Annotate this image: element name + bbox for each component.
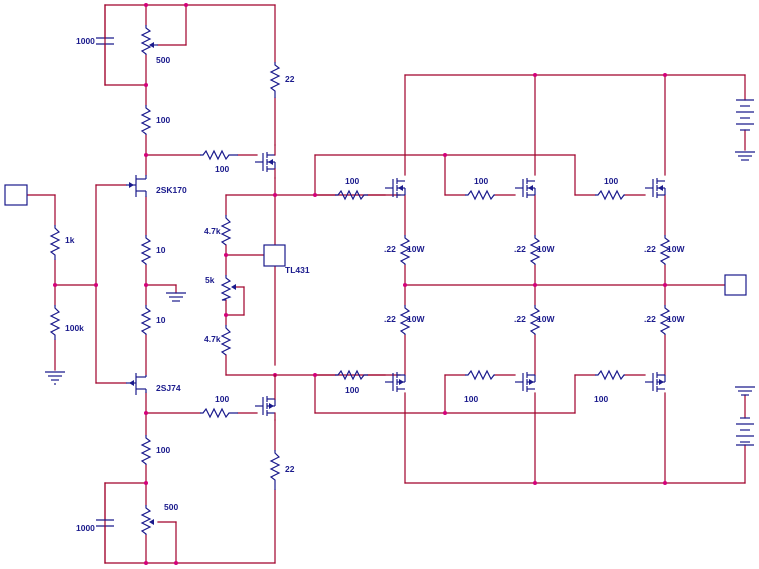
- resistor-gate-out-top-1: 100: [335, 176, 368, 201]
- resistor-gate-out-top-3: 100: [595, 176, 625, 201]
- resistor-bottom-100-label: 100: [156, 445, 170, 455]
- resistor-gate-out-top-2-label: 100: [474, 176, 488, 186]
- battery-bottom-icon: [735, 386, 755, 446]
- resistor-1k-label: 1k: [65, 235, 75, 245]
- output-mosfet-top-2: [514, 177, 536, 199]
- resistor-gate-bottom: 100: [200, 394, 238, 419]
- resistor-source-out-top-2-value: .22: [514, 244, 526, 254]
- resistor-source-out-top-2: .22 10W: [514, 235, 555, 265]
- resistor-source-out-bottom-2-value: .22: [514, 314, 526, 324]
- resistor-source-out-top-2-power: 10W: [537, 244, 555, 254]
- output-terminal[interactable]: [724, 274, 747, 296]
- output-mosfet-bottom-2: [514, 371, 536, 393]
- resistor-drain-bottom: 22: [269, 450, 295, 490]
- potentiometer-bottom: 500: [140, 502, 178, 535]
- resistor-source-out-top-3-value: .22: [644, 244, 656, 254]
- jfet-top: 2SK170: [126, 175, 187, 197]
- resistor-100k-label: 100k: [65, 323, 84, 333]
- potentiometer-5k: 5k: [205, 275, 236, 301]
- capacitor-bottom-label: 1000: [76, 523, 95, 533]
- tl431-regulator: TL431: [263, 244, 310, 275]
- jfet-bottom-label: 2SJ74: [156, 383, 181, 393]
- output-stage-wires: [314, 74, 746, 484]
- resistor-source-out-top-1-value: .22: [384, 244, 396, 254]
- capacitor-bottom: 1000: [76, 482, 114, 564]
- input-stage-wires: [26, 4, 401, 564]
- resistor-bias-bottom-label: 4.7k: [204, 334, 221, 344]
- potentiometer-5k-label: 5k: [205, 275, 215, 285]
- resistor-1k: 1k: [49, 225, 75, 260]
- resistor-source-out-bottom-2-power: 10W: [537, 314, 555, 324]
- resistor-gate-out-top-2: 100: [465, 176, 495, 201]
- resistor-top-100-label: 100: [156, 115, 170, 125]
- resistor-top-100: 100: [140, 105, 170, 135]
- jfet-bottom: 2SJ74: [126, 373, 181, 395]
- potentiometer-bottom-label: 500: [164, 502, 178, 512]
- tl431-label: TL431: [285, 265, 310, 275]
- resistor-source-out-bottom-3-value: .22: [644, 314, 656, 324]
- resistor-source-out-top-3: .22 10W: [644, 235, 685, 265]
- capacitor-top-label: 1000: [76, 36, 95, 46]
- resistor-source-out-top-1: .22 10W: [384, 235, 425, 265]
- resistor-source-out-bottom-1-power: 10W: [407, 314, 425, 324]
- resistor-drain-top-label: 22: [285, 74, 295, 84]
- resistor-drain-top: 22: [269, 62, 295, 98]
- output-mosfet-bottom-3: [644, 371, 666, 393]
- capacitor-top: 1000: [76, 4, 114, 86]
- resistor-100k: 100k: [49, 305, 84, 340]
- resistor-source-top-label: 10: [156, 245, 166, 255]
- resistor-gate-out-bottom-3-label: 100: [594, 394, 608, 404]
- resistor-source-out-top-3-power: 10W: [667, 244, 685, 254]
- resistor-bias-top-label: 4.7k: [204, 226, 221, 236]
- ground-input-icon: [45, 371, 65, 385]
- battery-top-icon: [735, 99, 755, 161]
- potentiometer-top-label: 500: [156, 55, 170, 65]
- resistor-source-top: 10: [140, 235, 166, 265]
- resistor-gate-top: 100: [200, 149, 238, 174]
- output-mosfet-top-3: [644, 177, 666, 199]
- resistor-gate-out-bottom-2: 100: [464, 369, 495, 404]
- driver-mosfet-top: [254, 144, 276, 179]
- resistor-source-bottom: 10: [140, 305, 166, 335]
- resistor-gate-out-top-1-label: 100: [345, 176, 359, 186]
- ground-middle-icon: [166, 292, 186, 302]
- resistor-bottom-100: 100: [140, 435, 170, 465]
- potentiometer-top: 500: [140, 25, 170, 65]
- resistor-drain-bottom-label: 22: [285, 464, 295, 474]
- resistor-source-out-bottom-1-value: .22: [384, 314, 396, 324]
- resistor-source-out-top-1-power: 10W: [407, 244, 425, 254]
- input-terminal[interactable]: [4, 184, 28, 206]
- resistor-gate-out-bottom-1: 100: [335, 369, 368, 395]
- resistor-gate-out-bottom-3: 100: [594, 369, 625, 404]
- resistor-bias-top: 4.7k: [204, 215, 232, 246]
- resistor-gate-out-bottom-1-label: 100: [345, 385, 359, 395]
- resistor-gate-bottom-label: 100: [215, 394, 229, 404]
- junction-dots: [53, 3, 667, 565]
- resistor-gate-top-label: 100: [215, 164, 229, 174]
- resistor-bias-bottom: 4.7k: [204, 325, 232, 356]
- resistor-source-bottom-label: 10: [156, 315, 166, 325]
- resistor-source-out-bottom-2: .22 10W: [514, 305, 555, 335]
- resistor-source-out-bottom-1: .22 10W: [384, 305, 425, 335]
- resistor-source-out-bottom-3-power: 10W: [667, 314, 685, 324]
- resistor-gate-out-bottom-2-label: 100: [464, 394, 478, 404]
- driver-mosfet-bottom: [254, 374, 276, 421]
- resistor-gate-out-top-3-label: 100: [604, 176, 618, 186]
- resistor-source-out-bottom-3: .22 10W: [644, 305, 685, 335]
- jfet-top-label: 2SK170: [156, 185, 187, 195]
